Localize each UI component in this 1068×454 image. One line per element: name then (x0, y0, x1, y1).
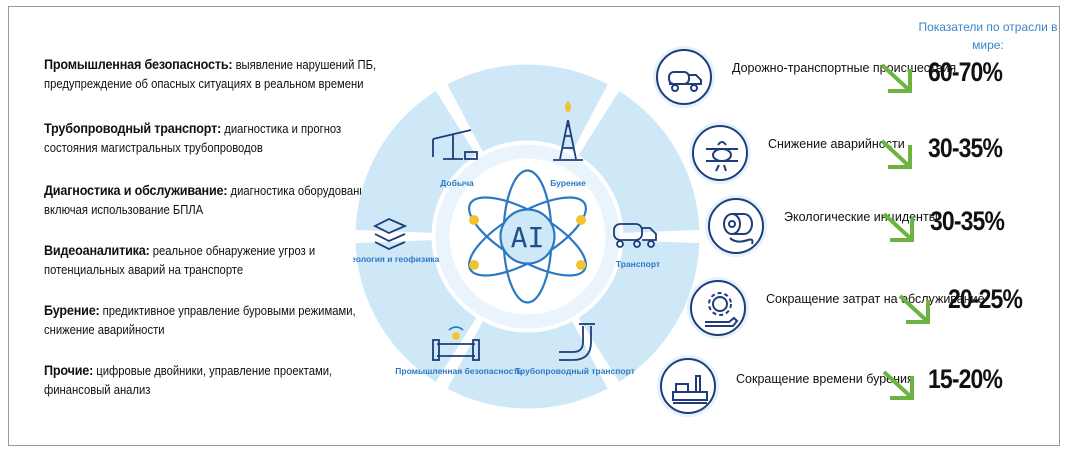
list-item: Промышленная безопасность: выявление нар… (44, 55, 384, 94)
segment-label-pipeline: Трубопроводный транспорт (515, 366, 635, 376)
list-item: Диагностика и обслуживание: диагностика … (44, 181, 384, 220)
segment-label-line: Промышленная безопасность (395, 366, 522, 376)
segment-label-safety: Промышленная безопасность (395, 366, 522, 376)
segment-icons (372, 100, 657, 361)
drilling-tower-icon (553, 100, 583, 161)
down-arrow-icon (882, 370, 914, 400)
item-heading: Трубопроводный транспорт: (44, 120, 222, 136)
wheel-segment (447, 321, 608, 409)
wheel-segment (578, 240, 700, 383)
item-heading: Промышленная безопасность: (44, 56, 233, 72)
atom-icon (467, 169, 588, 304)
pipe-leak-icon (692, 125, 748, 181)
wheel-segment (447, 64, 608, 152)
segment-label-drilling: Бурение (550, 178, 586, 188)
indicators-header: Показатели по отрасли в мире: (918, 20, 1058, 52)
list-item: Видеоаналитика: реальное обнаружение угр… (44, 241, 384, 280)
indicator-label: Экологические инциденты (784, 210, 938, 224)
item-text: цифровые двойники, управление проектами,… (44, 364, 333, 397)
segment-label-transport: Транспорт (616, 259, 660, 269)
down-arrow-icon (898, 294, 930, 324)
down-arrow-icon (880, 139, 912, 169)
down-arrow-icon (880, 63, 912, 93)
wheel-segments (355, 64, 700, 409)
indicator-label: Сокращение затрат на обслуживание (766, 292, 985, 306)
indicator-value: 60-70% (928, 57, 1003, 87)
atom-nodes (469, 215, 586, 270)
item-text: предиктивное управление буровыми режимам… (44, 304, 356, 337)
segment-label-line: Трубопроводный транспорт (515, 366, 635, 376)
segment-label-geology: Геология и геофизика (353, 254, 440, 264)
item-heading: Бурение: (44, 302, 100, 318)
ai-segment-wheel: AI (353, 64, 700, 409)
oil-barrel-spill-icon (708, 198, 764, 254)
item-heading: Диагностика и обслуживание: (44, 182, 228, 198)
segment-label-line: Геология и геофизика (353, 254, 440, 264)
item-heading: Прочие: (44, 362, 94, 378)
item-text: диагностика и прогноз состояния магистра… (44, 122, 342, 155)
indicator-label: Сокращение времени бурения (736, 372, 914, 386)
list-item: Прочие: цифровые двойники, управление пр… (44, 361, 384, 400)
gear-wrench-icon (690, 280, 746, 336)
item-text: выявление нарушений ПБ, предупреждение о… (44, 58, 377, 91)
wheel-segment (355, 90, 477, 233)
segment-label-extraction: Добыча (440, 178, 474, 188)
indicator-value: 20-25% (948, 284, 1023, 314)
wheel-segment (578, 90, 700, 233)
list-item: Бурение: предиктивное управление буровым… (44, 301, 384, 340)
layers-icon (372, 218, 408, 250)
indicator-label: Дорожно-транспортные происшествия (732, 61, 957, 75)
wheel-segment (355, 240, 477, 383)
pipe-sensor-icon (432, 326, 480, 361)
item-text: диагностика оборудования, включая исполь… (44, 184, 375, 217)
tanker-truck-icon (613, 223, 657, 248)
ai-center-label: AI (511, 221, 545, 254)
drilling-rig-icon (660, 358, 716, 414)
item-heading: Видеоаналитика: (44, 242, 150, 258)
indicator-value: 30-35% (928, 133, 1003, 163)
indicator-label: Снижение аварийности (768, 137, 905, 151)
list-item: Трубопроводный транспорт: диагностика и … (44, 119, 384, 158)
indicator-value: 30-35% (930, 206, 1005, 236)
fuel-truck-icon (656, 49, 712, 105)
down-arrow-icon (882, 212, 914, 242)
indicator-value: 15-20% (928, 364, 1003, 394)
pumpjack-icon (432, 129, 478, 160)
pipe-elbow-icon (559, 323, 595, 361)
infographic-frame (8, 6, 1060, 446)
item-text: реальное обнаружение угроз и потенциальн… (44, 244, 316, 277)
